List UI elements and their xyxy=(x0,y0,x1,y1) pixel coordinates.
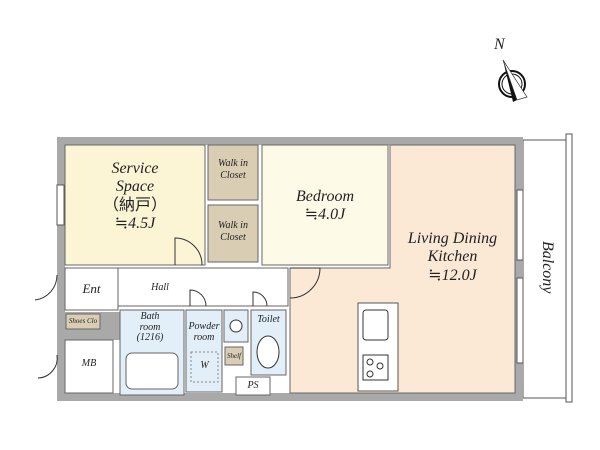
entrance-area xyxy=(64,267,119,311)
walk-in-closet-1-label: Walk in Closet xyxy=(208,158,258,181)
mb-label: MB xyxy=(81,358,97,369)
ldk-door xyxy=(289,267,321,299)
toilet-bowl xyxy=(256,335,280,369)
window-ldk-2 xyxy=(516,277,524,364)
shoes-closet-label: Shoes Clo xyxy=(68,317,98,325)
hall-area xyxy=(117,267,289,307)
powder-door xyxy=(189,289,207,307)
window-ldk-1 xyxy=(516,189,524,261)
mb-area xyxy=(64,339,114,394)
service-space-label: Service Space （納戸） ≒4.5J xyxy=(85,160,185,234)
bedroom-area-value: ≒4.0J xyxy=(304,206,346,224)
bath-line2: room xyxy=(139,321,161,333)
shelf-label: Shelf xyxy=(227,352,241,360)
service-line1: Service xyxy=(111,160,159,177)
ps-label: PS xyxy=(247,380,259,391)
service-door xyxy=(174,237,203,266)
powder-label: Powder room xyxy=(184,321,224,343)
ldk-line1: Living Dining xyxy=(407,230,498,247)
ldk-area xyxy=(289,144,516,394)
powder-line1: Powder xyxy=(188,321,220,332)
toilet-door xyxy=(252,291,268,307)
balcony-rail xyxy=(565,133,573,403)
entrance-label: Ent xyxy=(82,281,101,296)
balcony-area xyxy=(522,139,572,399)
service-area-value: ≒4.5J xyxy=(114,215,156,233)
bath-line3: (1216) xyxy=(136,332,164,343)
walk-in-closet-2-area xyxy=(207,204,259,263)
washer-space xyxy=(190,351,219,383)
bath-label: Bath room (1216) xyxy=(120,311,180,344)
ps-area xyxy=(235,376,271,396)
mb-door xyxy=(37,354,58,379)
bedroom-label: Bedroom ≒4.0J xyxy=(275,188,375,225)
north-label: N xyxy=(494,36,505,53)
walk-in-closet-1-area xyxy=(207,144,259,201)
sink-basin xyxy=(229,319,243,333)
shelf-area xyxy=(224,346,244,366)
powder-area xyxy=(185,309,223,393)
toilet-label: Toilet xyxy=(257,314,280,325)
service-space-area xyxy=(64,144,206,266)
compass-icon xyxy=(498,59,528,102)
powder-line2: room xyxy=(193,331,215,343)
wic1-line2: Closet xyxy=(220,169,246,181)
wic2-line2: Closet xyxy=(220,231,246,243)
wic1-line1: Walk in xyxy=(218,158,248,169)
wic2-line1: Walk in xyxy=(218,220,248,231)
bathtub xyxy=(125,352,179,390)
balcony-label: Balcony xyxy=(539,240,557,294)
bath-line1: Bath xyxy=(140,311,160,322)
kitchen-sink xyxy=(362,309,389,341)
ldk-line2: Kitchen xyxy=(427,248,478,266)
shoes-closet-area xyxy=(65,313,101,330)
entrance-door xyxy=(34,274,58,301)
service-jp: （納戸） xyxy=(102,196,167,214)
hall-label: Hall xyxy=(151,282,169,293)
service-line2: Space xyxy=(115,178,155,196)
ldk-label: Living Dining Kitchen ≒12.0J xyxy=(390,230,515,285)
window-service xyxy=(56,184,65,226)
kitchen-stove xyxy=(362,354,389,381)
bedroom-area xyxy=(261,144,389,266)
walk-in-closet-2-label: Walk in Closet xyxy=(208,220,258,243)
bedroom-name: Bedroom xyxy=(295,188,355,205)
ldk-area-value: ≒12.0J xyxy=(428,266,477,284)
washer-label: W xyxy=(200,360,209,371)
